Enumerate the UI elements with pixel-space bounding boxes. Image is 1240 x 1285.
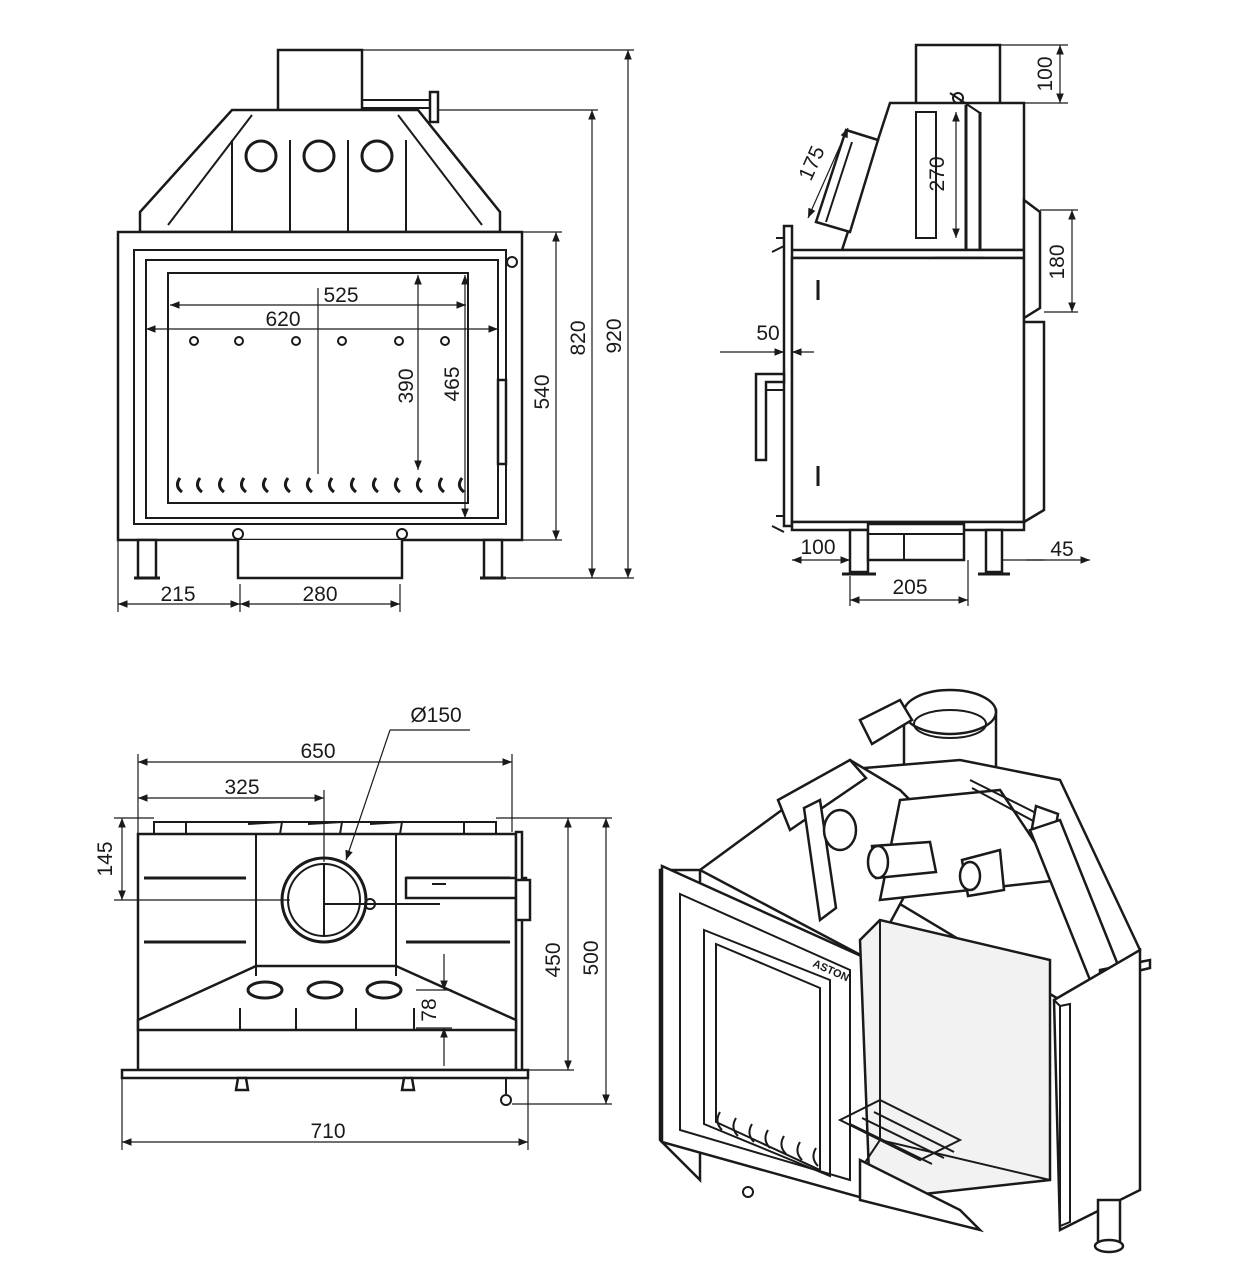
dim-390: 390 — [395, 368, 418, 403]
side-dim-50: 50 — [756, 322, 779, 345]
dim-215: 215 — [160, 583, 195, 606]
dim-920: 920 — [603, 318, 626, 353]
side-dim-175: 175 — [794, 143, 829, 184]
top-dim-710: 710 — [310, 1120, 345, 1143]
top-dim-650: 650 — [300, 740, 335, 763]
top-dim-78: 78 — [418, 998, 441, 1021]
side-view: 100 175 270 180 50 100 45 205 — [720, 43, 1090, 606]
dim-540: 540 — [531, 374, 554, 409]
dim-525: 525 — [323, 284, 358, 307]
top-dim-d150: Ø150 — [410, 704, 461, 727]
top-dim-500: 500 — [580, 940, 603, 975]
side-dim-100-top: 100 — [1034, 56, 1057, 91]
dim-280: 280 — [302, 583, 337, 606]
side-dim-180: 180 — [1046, 244, 1069, 279]
front-view: ASTON — [116, 48, 634, 612]
front-air-hooks — [175, 477, 465, 494]
top-dim-145: 145 — [94, 841, 117, 876]
side-dim-45: 45 — [1050, 538, 1073, 561]
isometric-view: ASTON — [658, 688, 1152, 1254]
side-dim-100-bottom: 100 — [800, 536, 835, 559]
dim-465: 465 — [441, 366, 464, 401]
side-dim-205: 205 — [892, 576, 927, 599]
top-dim-325: 325 — [224, 776, 259, 799]
top-view: Ø150 650 325 145 450 500 78 710 — [94, 704, 612, 1150]
side-dim-270: 270 — [926, 156, 949, 191]
dim-620: 620 — [265, 308, 300, 331]
top-dim-450: 450 — [542, 942, 565, 977]
dim-820: 820 — [567, 320, 590, 355]
iso-air-hooks — [716, 1111, 819, 1167]
front-bolts — [189, 336, 450, 346]
iso-grate — [837, 1098, 963, 1165]
